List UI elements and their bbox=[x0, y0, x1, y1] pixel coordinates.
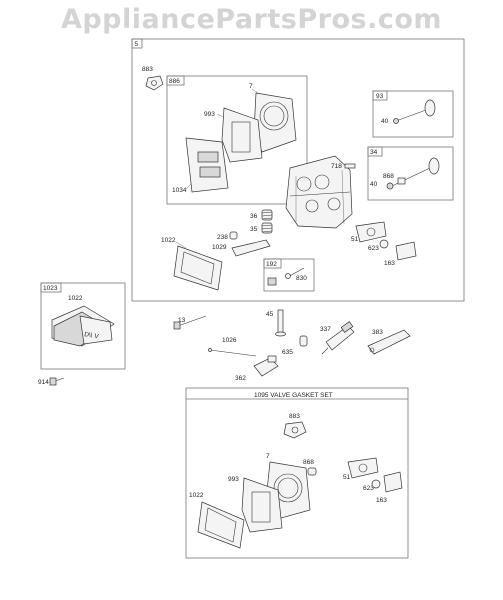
svg-text:1022: 1022 bbox=[161, 237, 176, 244]
stud-45[interactable]: 45 bbox=[266, 309, 286, 337]
rocker-238[interactable]: 238 bbox=[217, 231, 238, 241]
part-635[interactable]: 635 bbox=[282, 335, 308, 356]
svg-text:635: 635 bbox=[282, 349, 293, 356]
svg-text:1022: 1022 bbox=[68, 295, 83, 302]
cover-gasket-1022[interactable]: 1022 bbox=[161, 237, 223, 291]
spark-plug-icon[interactable]: 337 bbox=[320, 321, 355, 355]
svg-text:883: 883 bbox=[289, 413, 300, 420]
cover-assy-frame: 1023 bbox=[40, 282, 126, 370]
gasket-993[interactable]: 993 bbox=[204, 107, 263, 163]
svg-text:238: 238 bbox=[217, 234, 228, 241]
svg-text:868: 868 bbox=[383, 173, 394, 180]
svg-text:163: 163 bbox=[376, 497, 387, 504]
svg-text:993: 993 bbox=[228, 476, 239, 483]
bolt-914[interactable]: 914 bbox=[38, 377, 65, 386]
svg-text:1026: 1026 bbox=[222, 337, 237, 344]
exhaust-valve-frame: 93 bbox=[372, 90, 454, 138]
svg-text:93: 93 bbox=[376, 93, 384, 100]
bolt-13[interactable]: 13 bbox=[173, 315, 207, 330]
gasket-51[interactable]: 51 bbox=[351, 221, 387, 243]
set-gasket-623[interactable]: 623 bbox=[363, 479, 381, 492]
svg-text:34: 34 bbox=[370, 149, 378, 156]
svg-text:40: 40 bbox=[370, 181, 378, 188]
svg-text:51: 51 bbox=[343, 474, 351, 481]
gasket-163[interactable]: 163 bbox=[384, 241, 417, 267]
svg-text:51: 51 bbox=[351, 236, 359, 243]
breather-icon[interactable]: 830 bbox=[267, 267, 307, 286]
set-cover-gasket-1022[interactable]: 1022 bbox=[189, 492, 245, 549]
watermark: AppliancePartsPros.com bbox=[60, 4, 443, 35]
svg-text:7: 7 bbox=[266, 453, 270, 460]
spring-35-icon[interactable]: 35 bbox=[250, 222, 273, 234]
svg-text:45: 45 bbox=[266, 311, 274, 318]
svg-text:35: 35 bbox=[250, 226, 258, 233]
svg-text:886: 886 bbox=[169, 78, 180, 85]
part-383[interactable]: 383 bbox=[367, 329, 411, 355]
valve-cover-icon[interactable]: 1022 D\\ V bbox=[51, 295, 115, 347]
breather-frame: 192 bbox=[263, 258, 315, 292]
svg-text:1029: 1029 bbox=[212, 244, 227, 251]
svg-text:40: 40 bbox=[381, 118, 389, 125]
gasket-623[interactable]: 623 bbox=[368, 239, 389, 252]
svg-text:383: 383 bbox=[372, 329, 383, 336]
intake-valve-icon[interactable]: 40 868 bbox=[370, 157, 440, 190]
exhaust-valve-icon[interactable]: 40 bbox=[381, 99, 436, 125]
push-rod-1026[interactable]: 1026 bbox=[208, 337, 257, 357]
pin-718[interactable]: 718 bbox=[331, 163, 356, 170]
spring-36-icon[interactable]: 36 bbox=[250, 209, 273, 221]
svg-text:914: 914 bbox=[38, 379, 49, 386]
valve-gasket-set-frame: 1095 VALVE GASKET SET bbox=[185, 387, 409, 559]
set-washer-883[interactable]: 883 bbox=[283, 413, 307, 439]
svg-text:362: 362 bbox=[235, 375, 246, 382]
svg-text:868: 868 bbox=[303, 459, 314, 466]
intake-valve-frame: 34 bbox=[367, 146, 454, 201]
svg-text:1022: 1022 bbox=[189, 492, 204, 499]
head-gasket-7[interactable]: 7 bbox=[249, 83, 297, 153]
svg-text:623: 623 bbox=[368, 245, 379, 252]
set-gasket-51[interactable]: 51 bbox=[343, 457, 379, 481]
svg-text:13: 13 bbox=[178, 317, 186, 324]
svg-text:D\\ V: D\\ V bbox=[84, 331, 100, 341]
svg-text:1034: 1034 bbox=[172, 187, 187, 194]
set-gasket-163[interactable]: 163 bbox=[376, 471, 403, 504]
plate-1034[interactable]: 1034 bbox=[172, 137, 229, 194]
svg-text:337: 337 bbox=[320, 326, 331, 333]
svg-text:993: 993 bbox=[204, 111, 215, 118]
svg-text:7: 7 bbox=[249, 83, 253, 90]
svg-text:830: 830 bbox=[296, 275, 307, 282]
head-washer-883[interactable]: 883 bbox=[142, 66, 164, 91]
main-frame: 5 bbox=[131, 38, 465, 302]
svg-text:163: 163 bbox=[384, 260, 395, 267]
cylinder-head-icon[interactable] bbox=[285, 155, 353, 229]
gasket-kit-frame: 886 bbox=[166, 75, 308, 205]
svg-text:718: 718 bbox=[331, 163, 342, 170]
svg-text:36: 36 bbox=[250, 213, 258, 220]
svg-text:1095 VALVE GASKET SET: 1095 VALVE GASKET SET bbox=[254, 392, 333, 399]
tube-362[interactable]: 362 bbox=[235, 355, 279, 382]
set-part-868[interactable]: 868 bbox=[303, 459, 317, 476]
set-gasket-993[interactable]: 993 bbox=[228, 476, 283, 533]
svg-text:1023: 1023 bbox=[43, 285, 58, 292]
svg-text:192: 192 bbox=[266, 261, 277, 268]
svg-text:623: 623 bbox=[363, 485, 374, 492]
rocker-arm-1029[interactable]: 1029 bbox=[212, 239, 271, 257]
svg-text:883: 883 bbox=[142, 66, 153, 73]
svg-text:5: 5 bbox=[135, 41, 139, 48]
